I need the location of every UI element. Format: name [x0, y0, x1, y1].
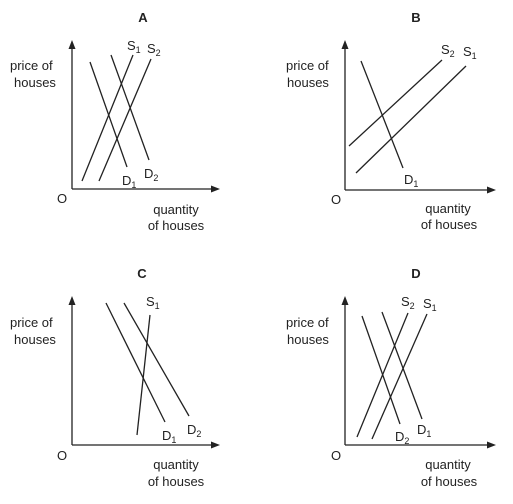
panel-a-x-axis-arrow: [211, 185, 220, 193]
panel-b-x-axis-arrow: [487, 186, 496, 194]
panel-b-letter: B: [411, 10, 420, 25]
panel-b-d1-label: D1: [404, 172, 418, 189]
panel-c-origin: O: [57, 448, 67, 463]
panel-c-s1-label: S1: [146, 294, 160, 311]
panel-c-x-label-line1: quantity: [153, 457, 199, 472]
panel-c-d2-label: D2: [187, 422, 201, 439]
panel-c-demand-curve-d1: [105, 302, 166, 423]
panel-a-x-label-line2: of houses: [148, 218, 205, 233]
panel-b-s2-label: S2: [441, 42, 455, 59]
panel-b-supply-curve-s1: [355, 65, 467, 174]
panel-d-supply-curve-s1: [371, 313, 428, 440]
panel-d-s2-label: S2: [401, 294, 415, 311]
panel-b-y-label-line2: houses: [287, 75, 329, 90]
panel-c-y-label-line1: price of: [10, 315, 53, 330]
panel-c-letter: C: [137, 266, 147, 281]
panel-d-y-axis-arrow: [341, 296, 349, 305]
panel-d: D price of houses O quantity of houses D…: [286, 266, 496, 489]
panel-b-y-label-line1: price of: [286, 58, 329, 73]
panel-d-x-axis-arrow: [487, 441, 496, 449]
panel-d-x-label-line1: quantity: [425, 457, 471, 472]
panel-a-y-label-line2: houses: [14, 75, 56, 90]
panel-a-origin: O: [57, 191, 67, 206]
panel-c-y-axis-arrow: [68, 296, 76, 305]
panel-b: B price of houses O quantity of houses D…: [286, 10, 496, 232]
panel-c-x-axis-arrow: [211, 441, 220, 449]
panel-a-y-label-line1: price of: [10, 58, 53, 73]
panel-b-demand-curve-d1: [360, 60, 404, 169]
panel-a-supply-curve-s1: [81, 54, 134, 182]
panel-a-x-label-line1: quantity: [153, 202, 199, 217]
panel-b-s1-label: S1: [463, 44, 477, 61]
panel-b-origin: O: [331, 192, 341, 207]
panel-d-y-label-line2: houses: [287, 332, 329, 347]
panel-c-y-label-line2: houses: [14, 332, 56, 347]
panel-c-x-label-line2: of houses: [148, 474, 205, 489]
panel-c: C price of houses O quantity of houses D…: [10, 266, 220, 489]
panel-c-supply-curve-s1: [136, 314, 151, 436]
panel-d-demand-curve-d1: [381, 311, 423, 420]
panel-b-supply-curve-s2: [348, 59, 443, 147]
panel-b-y-axis-arrow: [341, 40, 349, 49]
panel-d-s1-label: S1: [423, 296, 437, 313]
panel-c-demand-curve-d2: [123, 302, 190, 417]
panel-a-s2-label: S2: [147, 41, 161, 58]
panel-d-supply-curve-s2: [356, 312, 409, 438]
panel-a-d1-label: D1: [122, 173, 136, 190]
panel-a-supply-curve-s2: [98, 58, 152, 182]
panel-d-x-label-line2: of houses: [421, 474, 478, 489]
panel-d-d1-label: D1: [417, 422, 431, 439]
panel-d-d2-label: D2: [395, 429, 409, 446]
panel-a: A price of houses O quantity of houses D…: [10, 10, 220, 233]
panel-c-d1-label: D1: [162, 428, 176, 445]
panel-a-letter: A: [138, 10, 148, 25]
panel-a-d2-label: D2: [144, 166, 158, 183]
panel-b-x-label-line2: of houses: [421, 217, 478, 232]
panel-b-x-label-line1: quantity: [425, 201, 471, 216]
panel-a-s1-label: S1: [127, 38, 141, 55]
panel-d-letter: D: [411, 266, 420, 281]
panel-d-demand-curve-d2: [361, 315, 401, 425]
panel-d-y-label-line1: price of: [286, 315, 329, 330]
panel-a-y-axis-arrow: [68, 40, 76, 49]
panel-d-origin: O: [331, 448, 341, 463]
